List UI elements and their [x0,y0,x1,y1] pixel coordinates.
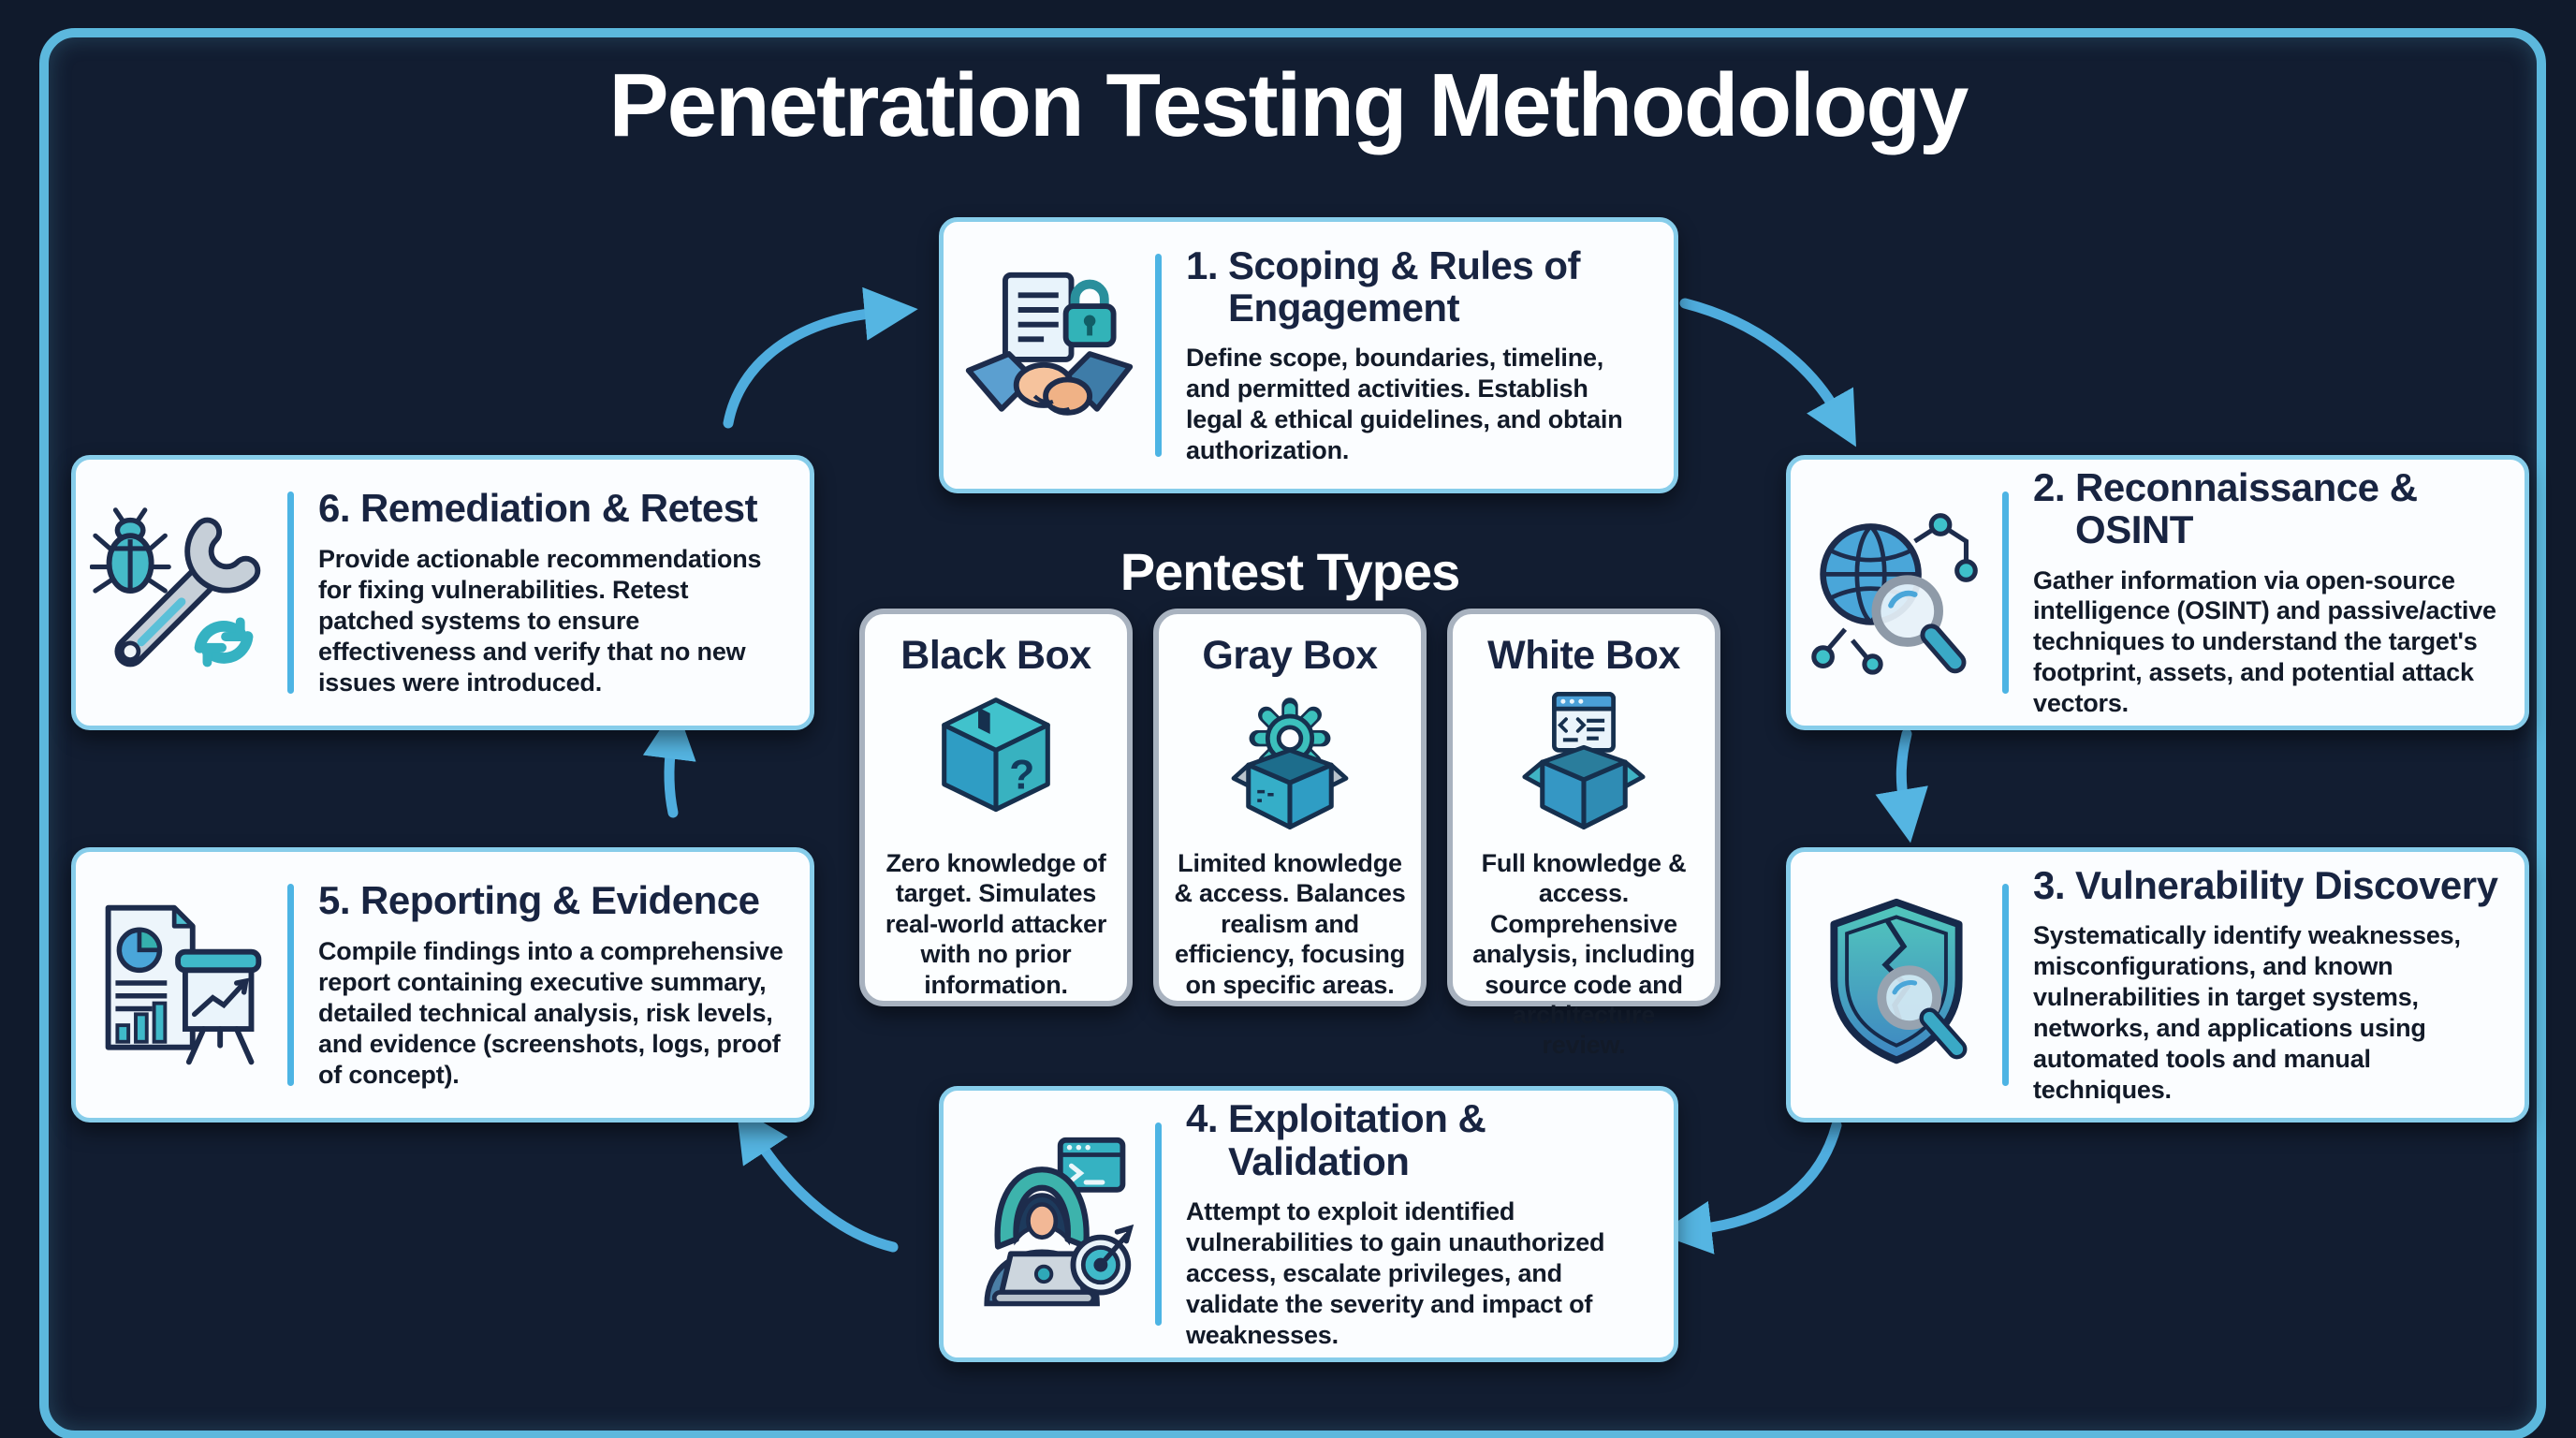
black-box-title: Black Box [900,633,1091,678]
step1-icon-wrap [944,222,1155,489]
step3-icon-wrap [1791,852,2002,1118]
step1-title: 1. Scoping & Rules of Engagement [1186,244,1651,330]
pentest-card-black-box: Black Box ? Zero knowledge of target. Si… [859,609,1133,1006]
step-card-reconnaissance: 2. Reconnaissance & OSINT Gather informa… [1786,455,2529,730]
step2-name: Reconnaissance & OSINT [2075,464,2418,552]
step1-number: 1. [1186,242,1219,287]
step6-name: Remediation & Retest [360,486,758,531]
step-card-vulnerability-discovery: 3. Vulnerability Discovery Systematicall… [1786,847,2529,1123]
step1-description: Define scope, boundaries, timeline, and … [1186,344,1623,465]
white-box-title: White Box [1487,633,1680,678]
cracked-shield-magnifier-icon [1830,898,1968,1064]
divider [287,884,294,1086]
step3-name: Vulnerability Discovery [2075,863,2498,907]
pentest-card-gray-box: Gray Box Limited knowledge & access. Bal… [1153,609,1427,1006]
report-charts-presentation-icon [105,904,262,1065]
step4-icon-wrap [944,1091,1155,1357]
step2-title: 2. Reconnaissance & OSINT [2033,466,2502,551]
open-box-gear-icon [1231,697,1349,830]
divider [1155,1123,1162,1326]
step3-text: 3. Vulnerability Discovery Systematicall… [2009,852,2525,1118]
step1-name: Scoping & Rules of Engagement [1228,242,1581,330]
step5-description: Compile findings into a comprehensive re… [318,936,783,1089]
divider [2002,884,2009,1086]
step3-title: 3. Vulnerability Discovery [2033,863,2502,907]
step5-number: 5. [318,878,351,923]
divider [2002,492,2009,694]
closed-box-question-icon: ? [942,697,1050,813]
black-box-description: Zero knowledge of target. Simulates real… [885,849,1107,999]
step5-title: 5. Reporting & Evidence [318,878,787,923]
step-card-exploitation: 4. Exploitation & Validation Attempt to … [939,1086,1678,1362]
hacker-laptop-target-icon [984,1137,1134,1306]
step6-description: Provide actionable recommendations for f… [318,544,762,697]
step2-text: 2. Reconnaissance & OSINT Gather informa… [2009,460,2525,726]
white-box-icon-wrap [1510,688,1658,841]
bug-wrench-refresh-icon [90,507,261,668]
step5-icon-wrap [76,852,287,1118]
step4-title: 4. Exploitation & Validation [1186,1097,1651,1182]
page-title: Penetration Testing Methodology [608,55,1969,155]
step4-name: Exploitation & Validation [1228,1096,1486,1183]
pentest-types-heading: Pentest Types [1120,542,1461,601]
step6-icon-wrap [76,460,287,726]
step6-number: 6. [318,486,351,531]
divider [287,492,294,694]
step-card-reporting: 5. Reporting & Evidence Compile findings… [71,847,814,1123]
svg-text:?: ? [1009,752,1034,798]
white-box-description: Full knowledge & access. Comprehensive a… [1472,849,1695,1060]
step4-text: 4. Exploitation & Validation Attempt to … [1162,1091,1674,1357]
open-box-code-window-icon [1522,691,1646,830]
black-box-icon-wrap: ? [922,688,1070,841]
step3-description: Systematically identify weaknesses, misc… [2033,921,2461,1105]
step6-title: 6. Remediation & Retest [318,486,787,531]
step-card-remediation: 6. Remediation & Retest Provide actionab… [71,455,814,730]
step2-number: 2. [2033,464,2066,509]
step1-text: 1. Scoping & Rules of Engagement Define … [1162,222,1674,489]
gray-box-title: Gray Box [1202,633,1378,678]
step3-number: 3. [2033,863,2066,907]
step5-name: Reporting & Evidence [360,878,760,923]
step4-number: 4. [1186,1096,1219,1141]
step-card-scoping: 1. Scoping & Rules of Engagement Define … [939,217,1678,493]
step2-description: Gather information via open-source intel… [2033,565,2496,718]
handshake-contract-lock-icon [965,271,1134,416]
divider [1155,254,1162,457]
step5-text: 5. Reporting & Evidence Compile findings… [294,852,810,1118]
gray-box-description: Limited knowledge & access. Balances rea… [1174,849,1406,999]
step2-icon-wrap [1791,460,2002,726]
pentest-card-white-box: White Box Full knowledge & access. Compr… [1447,609,1720,1059]
globe-magnifier-network-icon [1811,513,1978,675]
step6-text: 6. Remediation & Retest Provide actionab… [294,460,810,726]
step4-description: Attempt to exploit identified vulnerabil… [1186,1197,1605,1349]
gray-box-icon-wrap [1216,688,1364,841]
